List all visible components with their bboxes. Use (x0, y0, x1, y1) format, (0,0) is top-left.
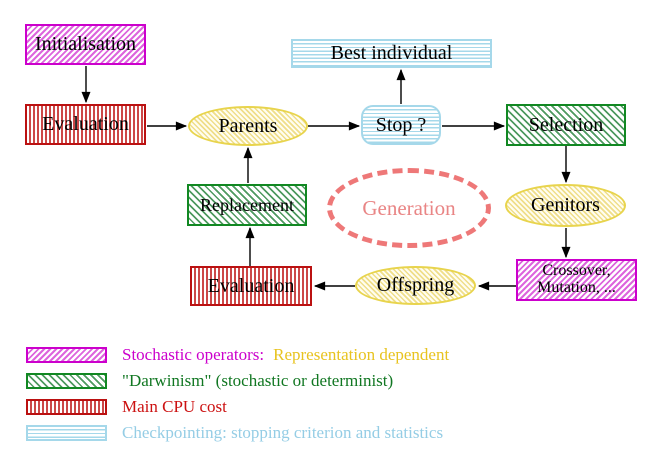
node-crossover-line1: Crossover, (542, 262, 611, 280)
node-evaluation-top-label: Evaluation (42, 113, 129, 135)
node-replacement: Replacement (187, 184, 307, 226)
node-crossover-line2: Mutation, ... (537, 279, 616, 296)
legend-label-stochastic: Stochastic operators: Representation depe… (122, 345, 449, 365)
node-generation-cycle: Generation (327, 168, 491, 248)
legend-label-checkpointing: Checkpointing: stopping criterion and st… (122, 423, 444, 442)
node-evaluation-bottom-label: Evaluation (207, 274, 295, 297)
legend-label-darwinism: "Darwinism" (stochastic or determinist) (122, 371, 394, 390)
node-initialisation-label: Initialisation (34, 33, 137, 55)
legend-label-cpu-cost: Main CPU cost (122, 397, 227, 416)
node-crossover-mutation: Crossover, Mutation, ... (516, 259, 637, 301)
node-selection: Selection (506, 104, 626, 146)
node-genitors: Genitors (505, 184, 626, 227)
legend-swatch-red-stripes (26, 399, 107, 415)
node-evaluation-top: Evaluation (25, 104, 146, 145)
node-offspring: Offspring (355, 266, 476, 305)
node-selection-label: Selection (528, 113, 604, 136)
node-replacement-label: Replacement (200, 194, 294, 215)
node-evaluation-bottom: Evaluation (190, 266, 312, 306)
legend-label-stochastic-operators: Stochastic operators: (122, 345, 265, 364)
node-genitors-label: Genitors (531, 194, 600, 216)
legend-swatch-magenta-hatch (26, 347, 107, 363)
node-parents-label: Parents (218, 114, 278, 137)
legend-label-representation-dependent: Representation dependent (273, 345, 450, 364)
node-best-individual: Best individual (291, 39, 492, 68)
node-generation-label: Generation (362, 195, 456, 220)
legend-swatch-green-hatch (26, 373, 107, 389)
node-initialisation: Initialisation (25, 24, 146, 65)
node-stop: Stop ? (361, 105, 441, 145)
node-stop-label: Stop ? (375, 113, 427, 136)
node-parents: Parents (188, 106, 308, 146)
node-best-individual-label: Best individual (330, 42, 453, 64)
node-offspring-label: Offspring (376, 274, 455, 296)
legend-swatch-cyan-lines (26, 425, 107, 441)
